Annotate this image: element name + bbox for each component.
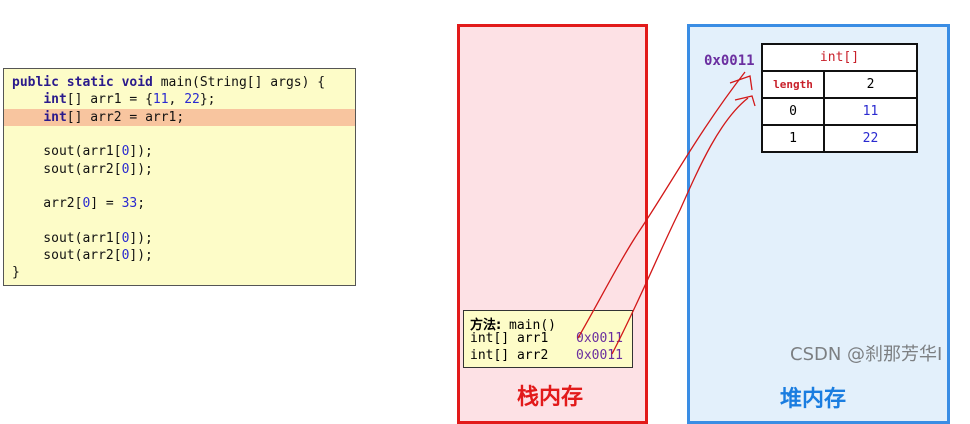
arrow-arr1 — [577, 71, 746, 339]
array-index: 1 — [761, 124, 825, 153]
code-token: ]); — [129, 161, 153, 177]
code-token: }; — [199, 92, 216, 108]
array-type: int[] — [761, 43, 918, 72]
code-token: sout(arr2[ — [12, 248, 122, 263]
code-token: [] arr2 = arr1; — [66, 109, 185, 125]
code-token: ] = — [90, 196, 122, 212]
arrow-arr2 — [611, 97, 749, 355]
code-line: sout(arr1[0]); — [12, 143, 153, 160]
code-token: 0 — [121, 248, 130, 263]
array-index: 0 — [761, 97, 825, 126]
code-token: [] arr1 = { — [66, 92, 153, 108]
code-token: 0 — [82, 196, 91, 212]
code-token: sout(arr1[ — [12, 230, 122, 246]
code-token: ]); — [129, 144, 153, 160]
code-line: sout(arr2[0]); — [12, 247, 153, 264]
code-token: arr2[ — [12, 196, 83, 212]
code-line: arr2[0] = 33; — [12, 195, 145, 212]
code-token: sout(arr1[ — [12, 144, 122, 160]
var-value: 0x0011 — [576, 348, 623, 363]
code-token: main(String[] args) { — [160, 75, 326, 90]
method-name: main() — [501, 318, 556, 333]
code-token: sout(arr2[ — [12, 161, 122, 177]
code-line: int[] arr1 = {11, 22}; — [12, 91, 216, 108]
code-token: 22 — [184, 92, 200, 108]
code-token: ]); — [129, 230, 153, 246]
var-value: 0x0011 — [576, 331, 623, 346]
code-line: sout(arr2[0]); — [12, 161, 153, 178]
code-line: sout(arr1[0]); — [12, 230, 153, 247]
code-token: public static void — [12, 75, 161, 90]
watermark: CSDN @刹那芳华I — [790, 344, 943, 365]
code-token: } — [12, 265, 20, 281]
code-token: int — [43, 109, 67, 125]
code-token: ; — [137, 196, 146, 212]
code-line: public static void main(String[] args) { — [12, 74, 325, 91]
method-frame: 方法: main() int[] arr1 0x0011 int[] arr2 … — [463, 310, 633, 368]
var-decl: int[] arr1 — [470, 331, 549, 346]
length-label: length — [761, 70, 825, 99]
arrowhead-icon — [729, 75, 756, 107]
code-line: } — [12, 264, 20, 281]
code-token: int — [43, 92, 67, 108]
var-decl: int[] arr2 — [470, 348, 549, 363]
code-line: int[] arr2 = arr1; — [12, 109, 184, 126]
length-value: 2 — [823, 70, 918, 99]
code-token: 0 — [121, 230, 130, 246]
heap-address: 0x0011 — [704, 53, 755, 69]
code-token: ]); — [129, 248, 153, 263]
code-token: 0 — [121, 161, 130, 177]
method-label: 方法: — [470, 318, 502, 333]
heap-label: 堆内存 — [780, 387, 847, 412]
array-value: 11 — [823, 97, 918, 126]
code-token: 0 — [121, 144, 130, 160]
highlighted-line — [4, 108, 355, 126]
array-value: 22 — [823, 124, 918, 153]
code-token: , — [168, 92, 185, 108]
stack-label: 栈内存 — [517, 385, 584, 410]
code-token: 33 — [121, 196, 138, 212]
code-token: 11 — [152, 92, 169, 108]
code-panel: public static void main(String[] args) {… — [3, 68, 356, 286]
